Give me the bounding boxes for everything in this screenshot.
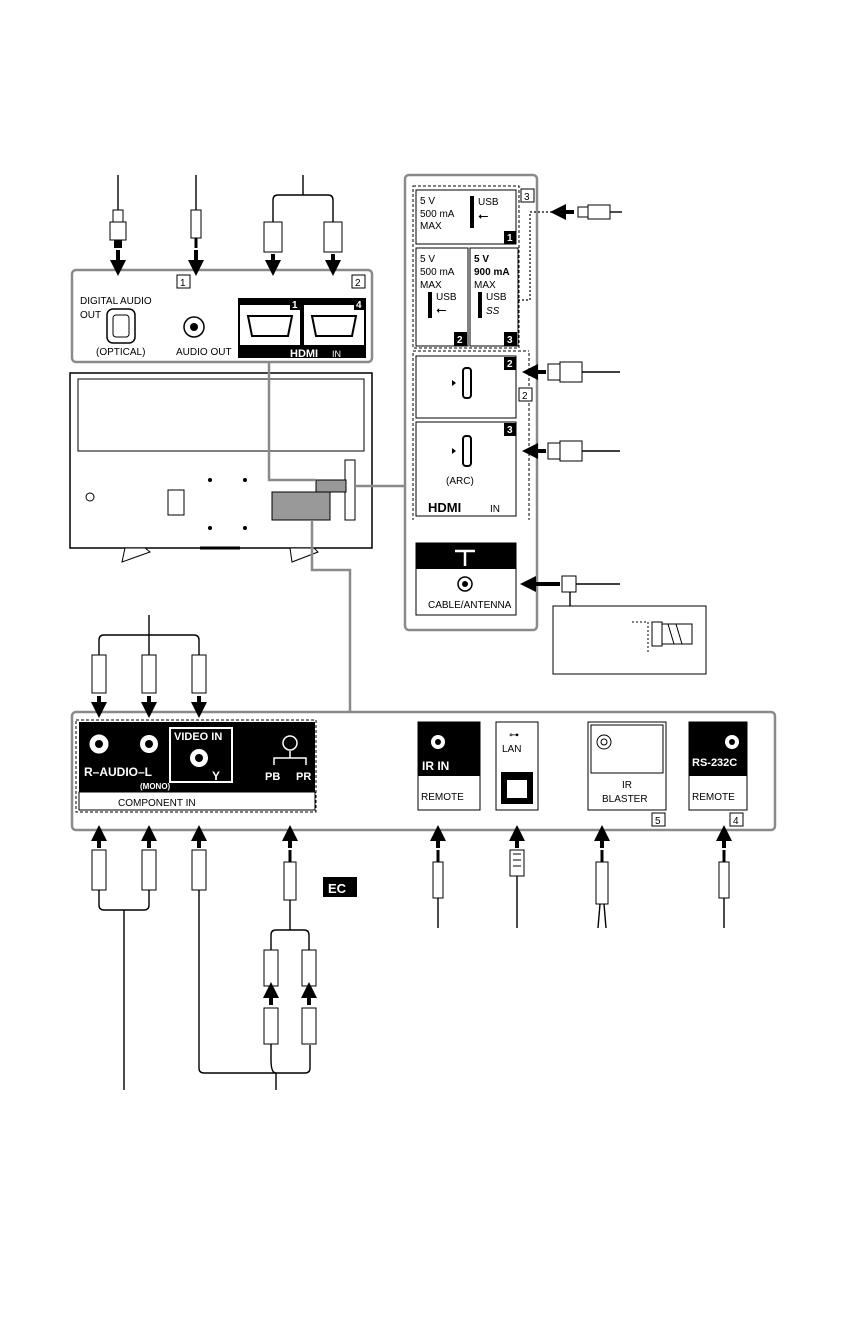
usb2-number: 2 bbox=[454, 332, 467, 346]
pr-label: PR bbox=[296, 771, 311, 783]
box-4-bottom: 4 bbox=[730, 813, 743, 827]
svg-text:USB: USB bbox=[486, 292, 507, 303]
rca-triple-cable-top bbox=[92, 615, 206, 693]
out-label: OUT bbox=[80, 310, 101, 321]
component-in-label: COMPONENT IN bbox=[118, 798, 196, 809]
svg-text:900 mA: 900 mA bbox=[474, 267, 510, 278]
svg-text:1: 1 bbox=[180, 278, 186, 289]
box-2-top: 2 bbox=[352, 275, 365, 289]
ir-blaster-plug bbox=[596, 850, 608, 928]
svg-text:5 V: 5 V bbox=[420, 254, 435, 265]
cable-antenna-label: CABLE/ANTENNA bbox=[428, 600, 512, 611]
svg-text:2: 2 bbox=[355, 278, 361, 289]
pb-label: PB bbox=[265, 771, 280, 783]
lan-plug bbox=[510, 850, 524, 928]
usb1-number: 1 bbox=[504, 231, 516, 244]
svg-text:USB: USB bbox=[478, 197, 499, 208]
box-1-top: 1 bbox=[177, 275, 190, 289]
rs232c-remote-label: REMOTE bbox=[692, 792, 735, 803]
svg-text:MAX: MAX bbox=[420, 221, 442, 232]
hdmi2-side-number: 2 bbox=[504, 357, 516, 370]
usb2-port[interactable]: 5 V 500 mA MAX USB ⭠ bbox=[416, 248, 468, 346]
optical-cable bbox=[110, 175, 126, 248]
svg-text:SS: SS bbox=[486, 306, 500, 317]
svg-text:2: 2 bbox=[507, 359, 513, 370]
box-2-side: 2 bbox=[519, 388, 532, 402]
digital-audio-label: DIGITAL AUDIO bbox=[80, 296, 152, 307]
svg-text:2: 2 bbox=[457, 335, 463, 346]
svg-text:5 V: 5 V bbox=[420, 196, 435, 207]
video-y-jack[interactable] bbox=[190, 749, 208, 767]
audio-r-jack[interactable] bbox=[90, 735, 108, 753]
hdmi-in-logo-side: HDMI bbox=[428, 500, 461, 515]
rs232c-label: RS-232C bbox=[692, 757, 737, 769]
optical-port[interactable] bbox=[107, 309, 135, 343]
usb3-number: 3 bbox=[504, 332, 517, 346]
svg-text:MAX: MAX bbox=[474, 280, 496, 291]
ec-badge-label: EC bbox=[328, 881, 347, 896]
usb2-icon: ⭠ bbox=[436, 302, 446, 317]
mono-label: (MONO) bbox=[140, 782, 171, 791]
ir-in-remote-label: REMOTE bbox=[421, 792, 464, 803]
hdmi-in-logo-top: HDMI bbox=[290, 348, 318, 360]
svg-text:1: 1 bbox=[507, 233, 513, 244]
hdmi-cable-side-2 bbox=[530, 362, 620, 382]
hdmi-in-suffix-side: IN bbox=[490, 504, 500, 515]
y-label: Y bbox=[212, 769, 220, 783]
hdmi-1-number: 1 bbox=[290, 298, 300, 311]
hdmi2-side-port[interactable] bbox=[416, 356, 516, 418]
box-5-bottom: 5 bbox=[652, 813, 665, 827]
svg-text:3: 3 bbox=[524, 192, 530, 203]
lan-label: LAN bbox=[502, 744, 521, 755]
svg-text:500 mA: 500 mA bbox=[420, 267, 455, 278]
network-icon: ⊶ bbox=[509, 730, 519, 741]
svg-text:4: 4 bbox=[356, 300, 362, 311]
usb1-port[interactable]: 5 V 500 mA MAX USB ⭠ bbox=[416, 190, 516, 244]
audio-l-jack[interactable] bbox=[140, 735, 158, 753]
audio-out-label: AUDIO OUT bbox=[176, 347, 232, 358]
usb3-port[interactable]: 5 V 900 mA MAX USB SS bbox=[470, 248, 518, 346]
ir-blaster-label2: BLASTER bbox=[602, 794, 648, 805]
video-in-label: VIDEO IN bbox=[174, 731, 222, 743]
hdmi-4-number: 4 bbox=[354, 298, 364, 311]
svg-text:5: 5 bbox=[655, 816, 661, 827]
svg-text:MAX: MAX bbox=[420, 280, 442, 291]
usb-cable bbox=[558, 205, 622, 219]
rca-audio-cable-bottom bbox=[92, 850, 156, 1090]
svg-text:(ARC): (ARC) bbox=[446, 476, 474, 487]
optical-label: (OPTICAL) bbox=[96, 347, 145, 358]
ir-in-plug bbox=[433, 850, 443, 928]
hdmi-cable-side-3 bbox=[530, 441, 620, 461]
usb1-icon: ⭠ bbox=[478, 208, 488, 223]
rs232c-plug bbox=[719, 850, 729, 928]
svg-text:500 mA: 500 mA bbox=[420, 209, 455, 220]
tv-rear-body bbox=[70, 373, 372, 562]
hdmi-cable-top bbox=[264, 175, 342, 252]
hdmi3-side-number: 3 bbox=[504, 423, 516, 436]
svg-text:5 V: 5 V bbox=[474, 254, 489, 265]
box-3-side: 3 bbox=[521, 189, 534, 203]
svg-text:2: 2 bbox=[522, 391, 528, 402]
svg-text:4: 4 bbox=[733, 816, 739, 827]
svg-text:1: 1 bbox=[292, 300, 298, 311]
antenna-cable bbox=[528, 576, 620, 606]
ir-blaster-label: IR bbox=[622, 780, 632, 791]
svg-text:3: 3 bbox=[507, 425, 513, 436]
headphone-cable bbox=[191, 175, 201, 248]
hdmi-in-suffix-top: IN bbox=[332, 349, 341, 359]
svg-text:3: 3 bbox=[507, 335, 513, 346]
connector-line-bottom bbox=[312, 520, 350, 712]
r-audio-l-label: R–AUDIO–L bbox=[84, 765, 152, 779]
ir-in-label: IR IN bbox=[422, 759, 449, 773]
component-adapter-cable bbox=[264, 850, 316, 1073]
